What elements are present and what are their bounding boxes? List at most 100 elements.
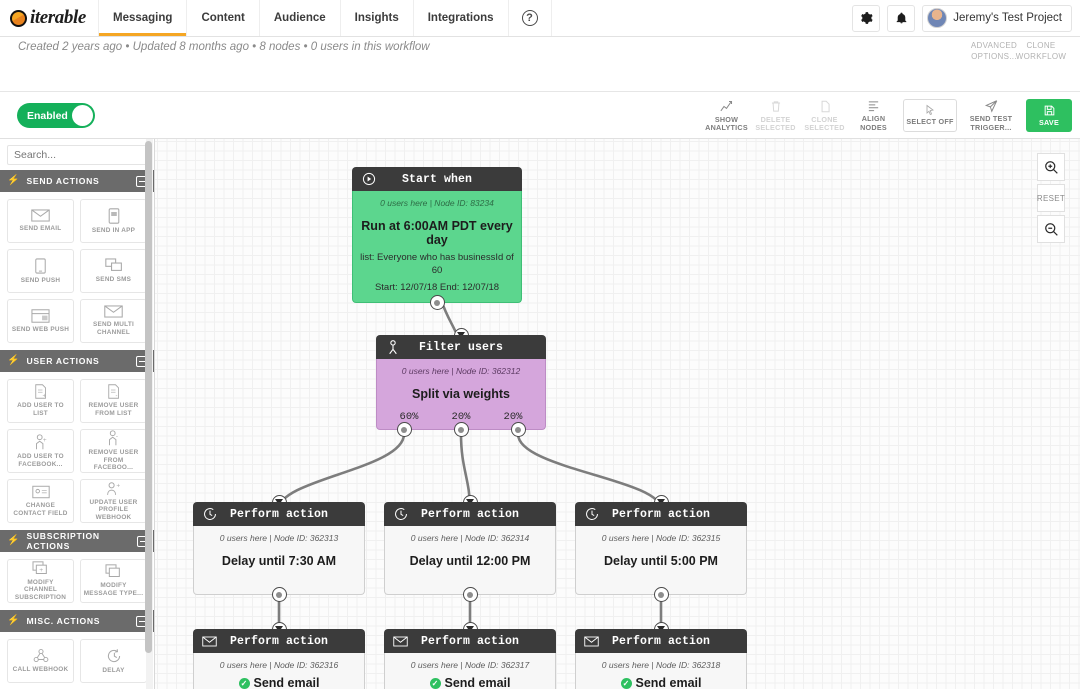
enabled-toggle-label: Enabled: [27, 109, 68, 122]
node-filter-output-port-1[interactable]: [396, 422, 412, 437]
node-delay1-meta: 0 users here | Node ID: 362313: [219, 533, 339, 543]
person-remove-icon: -: [109, 430, 118, 446]
svg-text:+: +: [42, 394, 46, 400]
node-start-sub-list: list: Everyone who has businessId of 60: [360, 252, 514, 276]
palette-card-modify-channel-subscription[interactable]: + MODIFY CHANNEL SUBSCRIPTION: [7, 559, 74, 603]
node-send-email-1[interactable]: Perform action 0 users here | Node ID: 3…: [193, 622, 365, 689]
save-button[interactable]: SAVE: [1026, 99, 1072, 132]
search-input[interactable]: [14, 149, 140, 161]
palette-card-add-user-to-list[interactable]: + ADD USER TO LIST: [7, 379, 74, 423]
nav-tab-insights-label: Insights: [354, 12, 399, 24]
node-filter-output-port-3[interactable]: [510, 422, 526, 437]
palette-card-add-user-to-facebook[interactable]: + ADD USER TO FACEBOOK...: [7, 429, 74, 473]
palette-card-change-contact-field[interactable]: CHANGE CONTACT FIELD: [7, 479, 74, 523]
node-filter-title: Filter users: [418, 340, 503, 354]
palette-card-delay-label: DELAY: [102, 666, 125, 674]
palette-card-remove-user-from-list-label: REMOVE USER FROM LIST: [88, 402, 139, 417]
select-mode-button[interactable]: SELECT OFF: [903, 99, 957, 132]
node-email1-meta: 0 users here | Node ID: 362316: [219, 660, 339, 670]
palette-card-send-push[interactable]: SEND PUSH: [7, 249, 74, 293]
align-nodes-button[interactable]: ALIGN NODES: [849, 94, 898, 138]
account-switcher[interactable]: Jeremy's Test Project: [922, 4, 1072, 32]
enabled-toggle[interactable]: Enabled: [17, 103, 95, 128]
workflow-edges: [277, 265, 663, 636]
palette-card-send-in-app[interactable]: SEND IN APP: [80, 199, 147, 243]
browser-window-icon: [31, 308, 50, 323]
node-start-header: Start when: [352, 167, 522, 191]
nav-tab-messaging[interactable]: Messaging: [99, 0, 188, 36]
palette-card-remove-user-from-list[interactable]: - REMOVE USER FROM LIST: [80, 379, 147, 423]
node-start-output-port[interactable]: [429, 295, 445, 310]
palette-card-delay[interactable]: DELAY: [80, 639, 147, 683]
save-label: SAVE: [1038, 117, 1060, 127]
node-delay1-main: Delay until 7:30 AM: [221, 554, 337, 568]
palette-card-call-webhook[interactable]: CALL WEBHOOK: [7, 639, 74, 683]
node-filter-output-port-2[interactable]: [453, 422, 469, 437]
node-delay1-output-port[interactable]: [271, 587, 287, 602]
nav-tab-content[interactable]: Content: [187, 0, 260, 36]
node-delay-1200pm[interactable]: Perform action 0 users here | Node ID: 3…: [384, 495, 556, 602]
palette-card-call-webhook-label: CALL WEBHOOK: [12, 666, 69, 674]
palette-card-remove-user-from-facebook[interactable]: - REMOVE USER FROM FACEBOO...: [80, 429, 147, 473]
palette-group-misc-actions[interactable]: ⚡ MISC. ACTIONS: [0, 610, 154, 632]
notifications-button[interactable]: [887, 4, 916, 32]
cursor-arrow-icon: [926, 104, 934, 116]
node-delay3-output-port[interactable]: [653, 587, 669, 602]
node-send-email-2[interactable]: Perform action 0 users here | Node ID: 3…: [384, 622, 556, 689]
check-icon: ✓: [429, 678, 441, 689]
node-email2-title: Perform action: [420, 634, 519, 648]
help-button[interactable]: ?: [509, 0, 552, 36]
node-send-email-3[interactable]: Perform action 0 users here | Node ID: 3…: [575, 622, 747, 689]
advanced-options-button[interactable]: ADVANCED OPTIONS...: [970, 41, 1018, 61]
show-analytics-button[interactable]: SHOW ANALYTICS: [702, 94, 751, 138]
palette-card-send-email-label: SEND EMAIL: [19, 225, 62, 233]
node-email2-meta: 0 users here | Node ID: 362317: [410, 660, 530, 670]
settings-button[interactable]: [852, 4, 881, 32]
palette-card-modify-message-type[interactable]: MODIFY MESSAGE TYPE...: [80, 559, 147, 603]
nav-tab-insights[interactable]: Insights: [341, 0, 414, 36]
node-delay2-output-port[interactable]: [462, 587, 478, 602]
palette-card-update-user-profile-webhook[interactable]: + UPDATE USER PROFILE WEBHOOK: [80, 479, 147, 523]
send-test-trigger-button[interactable]: SEND TEST TRIGGER...: [962, 94, 1020, 138]
node-start-when[interactable]: Start when 0 users here | Node ID: 83234…: [352, 167, 522, 310]
clone-selected-button[interactable]: CLONE SELECTED: [800, 94, 849, 138]
palette-card-send-web-push[interactable]: SEND WEB PUSH: [7, 299, 74, 343]
node-start-meta: 0 users here | Node ID: 83234: [380, 198, 494, 208]
node-delay-500pm[interactable]: Perform action 0 users here | Node ID: 3…: [575, 495, 747, 602]
envelope-icon: [201, 633, 218, 650]
node-filter-header: Filter users: [376, 335, 546, 359]
node-start-title: Start when: [401, 172, 472, 186]
node-filter-users[interactable]: Filter users 0 users here | Node ID: 362…: [376, 328, 546, 437]
palette-group-user-actions[interactable]: ⚡ USER ACTIONS: [0, 350, 154, 372]
palette-search-box[interactable]: [7, 145, 147, 165]
palette-card-send-multi-channel[interactable]: SEND MULTI CHANNEL: [80, 299, 147, 343]
palette-card-send-email[interactable]: SEND EMAIL: [7, 199, 74, 243]
clone-workflow-button[interactable]: CLONE WORKFLOW: [1015, 41, 1067, 61]
palette-group-misc-actions-label: MISC. ACTIONS: [26, 616, 101, 626]
svg-text:-: -: [115, 394, 117, 400]
nav-tab-audience[interactable]: Audience: [260, 0, 341, 36]
palette-scrollbar-thumb[interactable]: [145, 141, 152, 653]
node-start-body: 0 users here | Node ID: 83234 Run at 6:0…: [352, 191, 522, 303]
palette-group-send-actions[interactable]: ⚡ SEND ACTIONS: [0, 170, 154, 192]
zoom-out-button[interactable]: [1037, 215, 1065, 243]
zoom-reset-button[interactable]: RESET: [1037, 184, 1065, 212]
delete-selected-button[interactable]: DELETE SELECTED: [751, 94, 800, 138]
node-delay2-meta: 0 users here | Node ID: 362314: [410, 533, 530, 543]
palette-cards-misc-actions: CALL WEBHOOK DELAY: [0, 632, 154, 689]
workflow-canvas[interactable]: Start when 0 users here | Node ID: 83234…: [155, 139, 1080, 689]
zoom-in-button[interactable]: [1037, 153, 1065, 181]
person-icon: [384, 339, 401, 356]
nav-tab-content-label: Content: [201, 12, 245, 24]
node-filter-weight-1: 60%: [399, 411, 419, 423]
palette-group-subscription-actions[interactable]: ⚡ SUBSCRIPTION ACTIONS: [0, 530, 154, 552]
palette-card-send-sms[interactable]: SEND SMS: [80, 249, 147, 293]
svg-text:+: +: [43, 437, 47, 444]
iterable-logo[interactable]: iterable: [0, 0, 99, 36]
account-name: Jeremy's Test Project: [953, 12, 1062, 24]
node-delay-730am[interactable]: Perform action 0 users here | Node ID: 3…: [193, 495, 365, 602]
nav-tab-integrations[interactable]: Integrations: [414, 0, 509, 36]
enabled-toggle-wrapper: Enabled: [17, 103, 95, 128]
palette-scrollbar-track[interactable]: [145, 139, 153, 689]
phone-push-icon: [35, 258, 46, 274]
